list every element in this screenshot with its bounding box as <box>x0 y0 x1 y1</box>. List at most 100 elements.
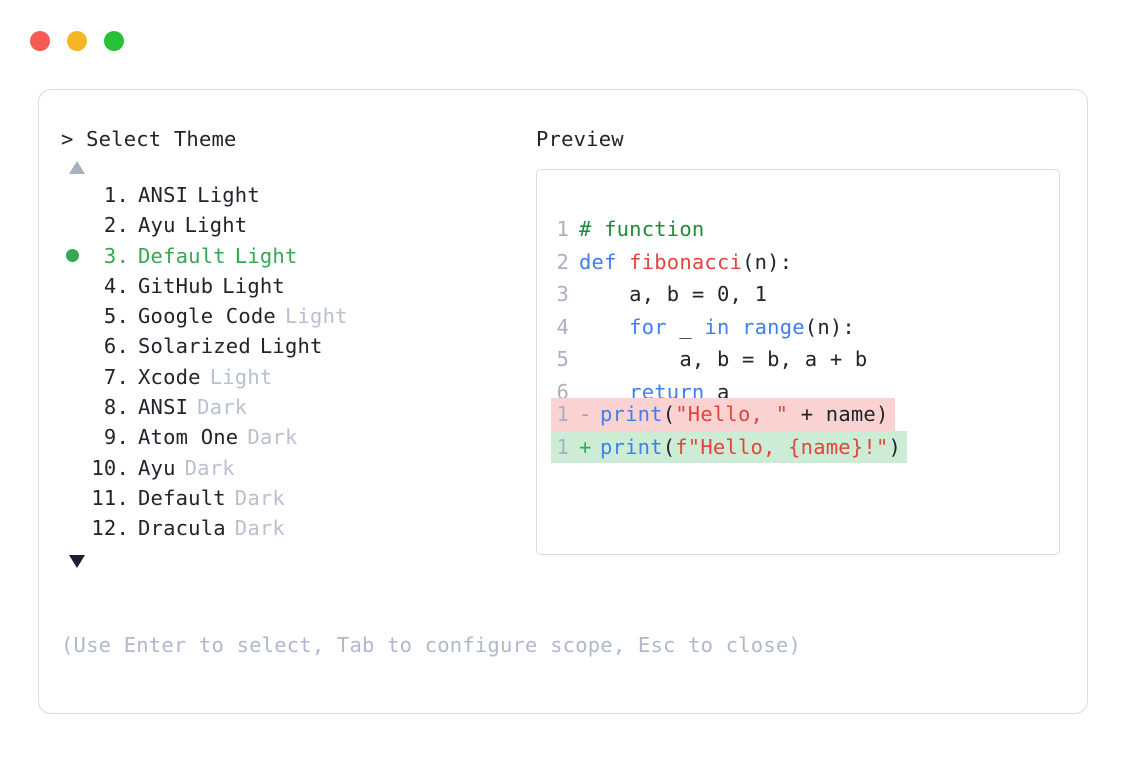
code-line: 4 for _ in range(n): <box>551 311 1059 344</box>
theme-item-name: Ayu <box>138 455 176 480</box>
code-token-plain: ) <box>888 434 902 459</box>
theme-item-variant: Light <box>222 273 285 298</box>
code-token-str: "Hello, " <box>675 402 789 426</box>
code-line-number: 5 <box>556 347 569 372</box>
theme-list-item[interactable]: 8. ANSI Dark <box>61 392 531 422</box>
theme-item-name: GitHub <box>138 273 214 298</box>
theme-item-name: Ayu <box>138 213 176 238</box>
theme-list-item[interactable]: 10. Ayu Dark <box>61 453 531 483</box>
diff-line-number: 1 <box>556 402 569 426</box>
theme-item-name: Google Code <box>138 304 276 329</box>
theme-item-variant: Dark <box>234 516 285 541</box>
theme-item-index: 1. <box>103 183 129 207</box>
code-token-kw: in range <box>704 314 805 339</box>
code-line: 2 def fibonacci(n): <box>551 246 1059 279</box>
code-token-kw: def <box>579 249 630 274</box>
diff-line-text: print("Hello, " + name) <box>600 398 895 431</box>
code-token-plain: (n): <box>804 314 855 339</box>
diff-line-removed: 1-print("Hello, " + name) <box>551 398 895 431</box>
code-token-plain: ( <box>662 434 676 459</box>
code-token-plain: + name) <box>788 402 889 426</box>
triangle-up-icon[interactable] <box>69 161 85 174</box>
theme-item-index: 10. <box>91 455 129 480</box>
diff-marker: - <box>579 402 592 426</box>
maximize-window-button[interactable] <box>104 31 124 51</box>
theme-item-name: ANSI <box>138 395 189 420</box>
theme-list-item[interactable]: 11. Default Dark <box>61 483 531 513</box>
theme-item-variant: Light <box>234 243 298 268</box>
code-token-plain: (n): <box>742 249 793 274</box>
code-token-plain: a, b = 0, 1 <box>579 282 768 307</box>
theme-item-name: Xcode <box>138 364 201 389</box>
code-token-str: f"Hello, {name}!" <box>675 434 889 459</box>
theme-item-variant: Light <box>197 183 260 207</box>
theme-item-name: Solarized <box>138 334 251 359</box>
code-token-kw: print <box>600 402 663 426</box>
code-line-text: for _ in range(n): <box>579 311 855 344</box>
theme-item-name: Default <box>138 243 226 268</box>
code-line-text: a, b = 0, 1 <box>579 278 767 311</box>
theme-list-item[interactable]: 1. ANSI Light <box>61 180 531 210</box>
theme-item-index: 5. <box>103 304 129 329</box>
code-line: 5 a, b = b, a + b <box>551 343 1059 376</box>
preview-label: Preview <box>536 127 624 151</box>
code-line-number: 3 <box>556 282 569 307</box>
theme-item-name: Default <box>138 485 226 510</box>
theme-item-index: 7. <box>103 364 129 389</box>
theme-item-name: ANSI <box>138 183 189 207</box>
theme-item-variant: Light <box>184 213 248 238</box>
theme-list-item[interactable]: 3. Default Light <box>61 241 531 271</box>
code-line-number: 4 <box>556 314 569 339</box>
theme-item-variant: Dark <box>184 455 235 480</box>
code-line-text: # function <box>579 213 704 246</box>
theme-item-variant: Dark <box>197 395 248 420</box>
theme-list-item[interactable]: 7. Xcode Light <box>61 362 531 392</box>
theme-item-variant: Light <box>209 364 273 389</box>
theme-item-index: 4. <box>103 273 129 298</box>
keyboard-hint: (Use Enter to select, Tab to configure s… <box>61 633 801 657</box>
theme-list-item[interactable]: 5. Google Code Light <box>61 301 531 331</box>
theme-item-index: 3. <box>103 243 129 268</box>
code-token-plain: ( <box>662 402 676 426</box>
selected-dot-icon <box>66 248 79 262</box>
code-line: 3 a, b = 0, 1 <box>551 278 1059 311</box>
minimize-window-button[interactable] <box>67 31 87 51</box>
window-controls <box>30 31 124 51</box>
code-line: 1# function <box>551 213 1059 246</box>
diff-line-added: 1 + print(f"Hello, {name}!") <box>551 430 908 464</box>
code-token-fn: fibonacci <box>629 249 743 274</box>
theme-item-variant: Light <box>259 334 323 359</box>
theme-item-variant: Light <box>284 304 348 329</box>
code-token-plain: a <box>704 379 730 404</box>
page-title: > Select Theme <box>61 127 237 151</box>
theme-item-variant: Dark <box>234 485 285 510</box>
code-line-text: def fibonacci(n): <box>579 246 792 279</box>
theme-list-item[interactable]: 4. GitHub Light <box>61 271 531 301</box>
code-token-kw: for <box>629 314 667 339</box>
theme-item-index: 11. <box>91 485 129 510</box>
code-token-comment: # function <box>579 217 705 241</box>
code-line-number: 6 <box>556 379 569 404</box>
theme-item-name: Dracula <box>138 516 226 541</box>
diff-marker: + <box>579 434 592 459</box>
triangle-down-icon[interactable] <box>69 554 85 568</box>
code-line-text: a, b = b, a + b <box>579 343 867 376</box>
diff-sample: 1-print("Hello, " + name)1+print(f"Hello… <box>551 398 1059 464</box>
diff-line-text: print(f"Hello, {name}!") <box>600 431 907 464</box>
theme-list-item[interactable]: 12. Dracula Dark <box>61 513 531 543</box>
theme-item-index: 9. <box>103 425 129 450</box>
diff-line-number: 1 <box>556 434 569 459</box>
theme-item-index: 12. <box>91 516 129 541</box>
code-line-number: 2 <box>556 249 569 274</box>
close-window-button[interactable] <box>30 31 50 51</box>
theme-item-index: 8. <box>103 395 129 420</box>
